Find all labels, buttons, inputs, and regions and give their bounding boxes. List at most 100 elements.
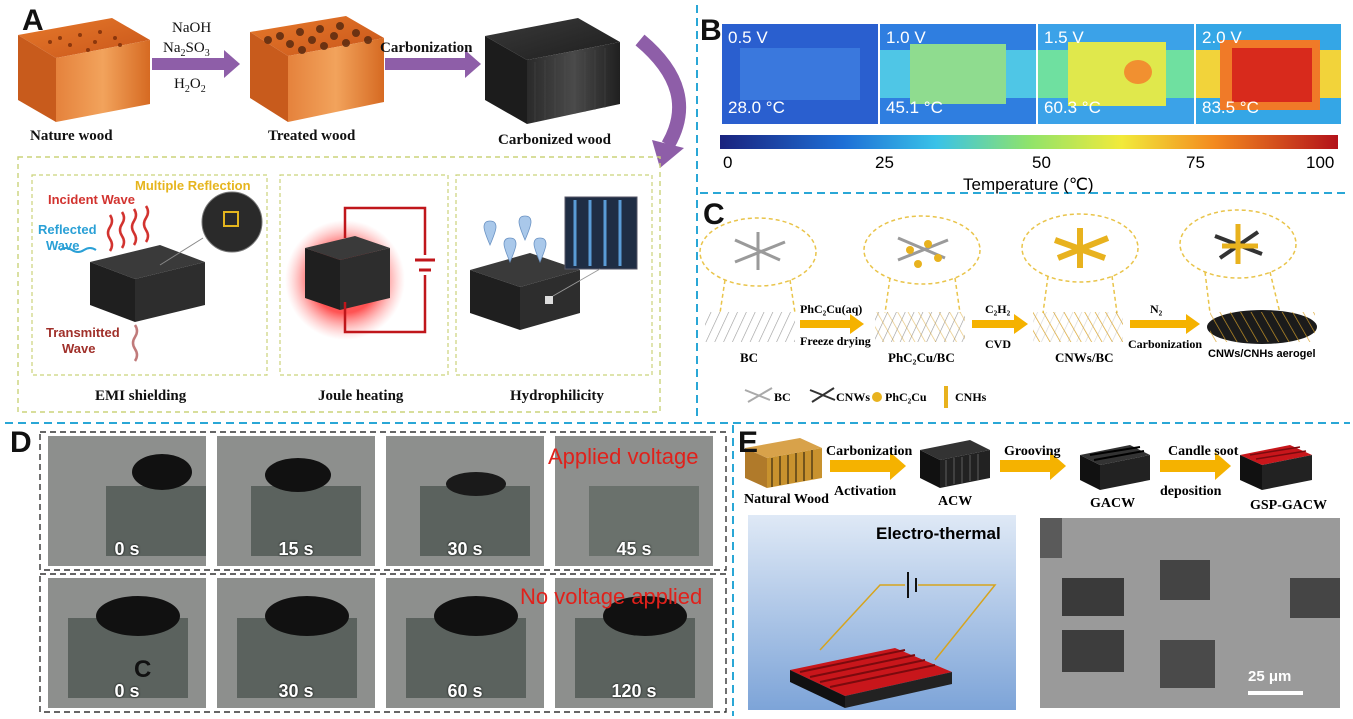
colorbar-tick-25: 25 <box>875 153 894 172</box>
multiple-reflection-label: Multiple Reflection <box>135 178 251 193</box>
treated-wood-cube <box>250 16 384 122</box>
d-time-row2-3: 60 s <box>447 681 483 701</box>
panel-e-arrows <box>830 452 1231 480</box>
carbonization-step-label: Carbonization <box>380 40 473 56</box>
c-step2-top: C₂H₂ <box>985 302 1011 316</box>
thermal-image-2 <box>880 24 1036 124</box>
e-carbonization: Carbonization <box>826 444 913 459</box>
emi-shielding-label: EMI shielding <box>95 388 187 404</box>
panel-label-e: E <box>738 426 759 459</box>
carbonized-wood-label: Carbonized wood <box>498 132 611 148</box>
arrow-a-step2 <box>385 50 481 78</box>
e-electro-thermal: Electro-thermal <box>876 524 1001 543</box>
panel-e-gsp-gacw <box>1240 445 1312 490</box>
d-time-row2-1: 0 s <box>114 681 140 701</box>
joule-heating-label: Joule heating <box>318 388 404 404</box>
c-step1-bottom: Freeze drying <box>800 334 871 348</box>
voltage-1: 0.5 V <box>728 28 768 47</box>
panel-label-d: D <box>10 426 32 459</box>
panel-c-bubble-contents <box>734 224 1263 270</box>
e-grooving: Grooving <box>1004 444 1061 459</box>
applied-voltage-label: Applied voltage <box>548 444 699 469</box>
colorbar-tick-0: 0 <box>723 153 733 172</box>
c-legend-cnhs: CNHs <box>955 390 987 404</box>
d-time-row1-3: 30 s <box>447 539 483 559</box>
reagent-na2so3: Na2SO3 <box>163 40 210 59</box>
panel-label-c: C <box>703 198 725 231</box>
thermal-image-4 <box>1196 24 1341 124</box>
voltage-2: 1.0 V <box>886 28 926 47</box>
thermal-image-3-text: 1.5 V 60.3 °C <box>1038 24 1194 124</box>
e-gsp-gacw: GSP-GACW <box>1250 498 1327 513</box>
treated-wood-label: Treated wood <box>268 128 356 144</box>
c-step3-top: N₂ <box>1150 302 1163 316</box>
panel-c-arrows <box>800 314 1200 334</box>
sem-scale-bar-label: 25 μm <box>1248 668 1292 685</box>
thermal-image-1-text: 0.5 V 28.0 °C <box>722 24 878 124</box>
reagent-h2o2: H2O2 <box>174 76 206 95</box>
emi-cube <box>59 191 263 362</box>
d-stray-c: C <box>134 656 152 683</box>
incident-wave-label: Incident Wave <box>48 192 135 207</box>
c-step2-bottom: CVD <box>985 337 1011 351</box>
temp-3: 60.3 °C <box>1044 98 1101 117</box>
c-legend-cnws: CNWs <box>836 390 871 404</box>
hydro-subframe <box>455 174 653 376</box>
carbonized-wood-cube <box>485 18 620 124</box>
thermal-image-3 <box>1038 24 1194 124</box>
colorbar-axis-label: Temperature (℃) <box>963 175 1094 194</box>
reflected-label: Reflected <box>38 222 97 237</box>
voltage-3: 1.5 V <box>1044 28 1084 47</box>
colorbar-tick-75: 75 <box>1186 153 1205 172</box>
c-step3-bottom: Carbonization <box>1128 337 1203 351</box>
c-final-label: CNWs/CNHs aerogel <box>1208 348 1316 360</box>
emi-subframe <box>31 174 268 376</box>
e-gacw: GACW <box>1090 496 1136 511</box>
panel-a-lower-frame <box>17 156 661 413</box>
transmitted-label: Transmitted <box>46 325 120 340</box>
c-legend-bc: BC <box>774 390 791 404</box>
temp-4: 83.5 °C <box>1202 98 1259 117</box>
panel-c-legend-icons <box>744 386 948 408</box>
d-photo-row1-2: 15 s <box>217 436 375 566</box>
nature-wood-label: Nature wood <box>30 128 113 144</box>
d-photo-row2-4: 120 s <box>555 578 713 708</box>
c-step1-top: PhC₂Cu(aq) <box>800 302 863 316</box>
d-photo-row1-4: 45 s <box>555 436 713 566</box>
panel-label-b: B <box>700 14 722 47</box>
d-time-row1-4: 45 s <box>616 539 652 559</box>
voltage-4: 2.0 V <box>1202 28 1242 47</box>
panel-e-gacw <box>1080 445 1150 490</box>
c-bc-label: BC <box>740 350 759 365</box>
colorbar-tick-50: 50 <box>1032 153 1051 172</box>
nature-wood-cube <box>18 18 150 122</box>
temperature-colorbar <box>720 135 1338 149</box>
thermal-image-4-text: 2.0 V 83.5 °C <box>1196 24 1341 124</box>
e-acw: ACW <box>938 494 973 509</box>
panel-c-bubbles <box>699 209 1297 314</box>
panel-label-a: A <box>22 4 44 37</box>
reflected-wave-label: Wave <box>46 238 80 253</box>
arrow-a-step1 <box>152 50 240 78</box>
d-photo-row2-3: 60 s <box>386 578 544 708</box>
joule-subframe <box>279 174 449 376</box>
e-deposition: deposition <box>1160 484 1222 499</box>
e-natural-wood: Natural Wood <box>744 492 829 507</box>
thermal-image-1 <box>722 24 878 124</box>
panel-d-frame-bottom <box>39 573 727 713</box>
c-mid2-label: CNWs/BC <box>1055 350 1114 365</box>
c-legend-phc: PhC₂Cu <box>885 390 927 404</box>
c-mid1-label: PhC₂Cu/BC <box>888 350 955 365</box>
sem-image <box>1040 518 1340 708</box>
thermal-image-2-text: 1.0 V 45.1 °C <box>880 24 1036 124</box>
colorbar-tick-100: 100 <box>1306 153 1335 172</box>
d-photo-row2-2: 30 s <box>217 578 375 708</box>
panel-e-natural-wood <box>745 438 822 488</box>
panel-d-frame-top <box>39 431 727 571</box>
temp-1: 28.0 °C <box>728 98 785 117</box>
reagent-naoh: NaOH <box>172 20 212 36</box>
arrow-a-curve <box>635 34 687 168</box>
panel-c-mats <box>705 310 1317 344</box>
d-time-row2-4: 120 s <box>611 681 657 701</box>
